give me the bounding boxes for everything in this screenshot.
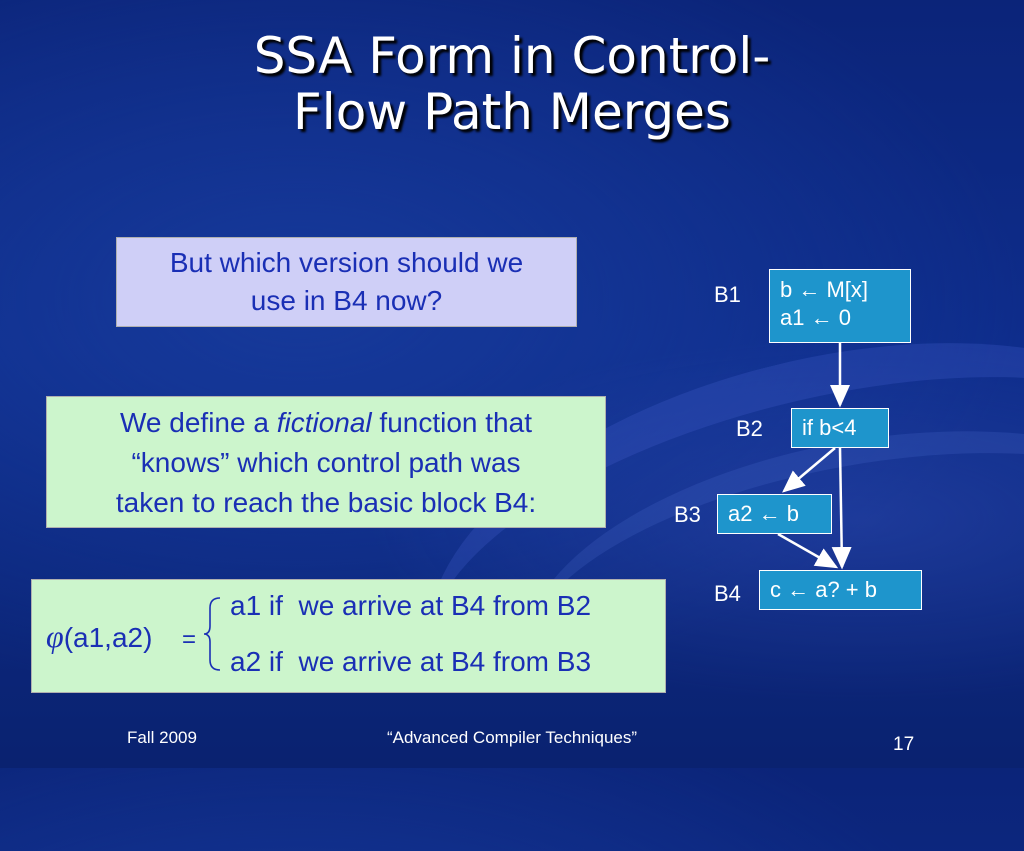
title-line-2: Flow Path Merges — [293, 83, 731, 141]
formula-equals: = — [182, 626, 197, 653]
basic-block-b2: if b<4 — [791, 408, 889, 448]
definition-line-3: taken to reach the basic block B4: — [115, 487, 537, 518]
b1-line-2: a1 ← 0 — [780, 305, 851, 330]
block-label-b3: B3 — [674, 502, 701, 527]
phi-symbol: φ — [46, 618, 64, 654]
definition-callout: We define a fictional function that “kno… — [46, 396, 606, 528]
definition-line-1-post: function that — [371, 407, 532, 438]
formula-args: (a1,a2) — [63, 622, 153, 653]
basic-block-b1: b ← M[x] a1 ← 0 — [769, 269, 911, 343]
formula-lhs: φ(a1,a2) — [46, 618, 152, 655]
formula-case-2: a2 if we arrive at B4 from B3 — [230, 646, 592, 677]
definition-line-1-pre: We define a — [120, 407, 277, 438]
block-label-b4: B4 — [714, 581, 741, 606]
edge-b3-b4 — [777, 532, 839, 569]
edge-b2-b4 — [831, 447, 852, 570]
basic-block-b4: c ← a? + b — [759, 570, 922, 610]
footer-date: Fall 2009 — [127, 728, 197, 747]
question-line-1: But which version should we — [169, 247, 524, 278]
curly-brace-icon — [203, 597, 221, 671]
b3-line-1: a2 ← b — [728, 501, 799, 526]
footer-course-title: “Advanced Compiler Techniques” — [386, 728, 638, 747]
block-label-b1: B1 — [714, 282, 741, 307]
definition-line-2: “knows” which control path was — [131, 447, 521, 478]
slide-number: 17 — [893, 734, 915, 755]
basic-block-b3: a2 ← b — [717, 494, 832, 534]
b2-line-1: if b<4 — [802, 415, 857, 440]
definition-line-1: We define a fictional function that — [47, 403, 605, 443]
cfg-edges — [777, 385, 852, 570]
b1-line-1: b ← M[x] — [780, 277, 869, 302]
block-label-b2: B2 — [736, 416, 763, 441]
question-callout: But which version should we use in B4 no… — [116, 237, 577, 327]
edge-b2-b3 — [782, 447, 836, 493]
question-line-2: use in B4 now? — [250, 285, 443, 316]
phi-function-formula: φ(a1,a2) = a1 if we arrive at B4 from B2… — [31, 579, 666, 693]
definition-fictional-word: fictional — [276, 407, 372, 438]
formula-case-1: a1 if we arrive at B4 from B2 — [230, 590, 592, 621]
b4-line-1: c ← a? + b — [770, 577, 878, 602]
title-line-1: SSA Form in Control- — [253, 27, 771, 85]
slide-title: SSA Form in Control- Flow Path Merges — [0, 28, 1024, 140]
